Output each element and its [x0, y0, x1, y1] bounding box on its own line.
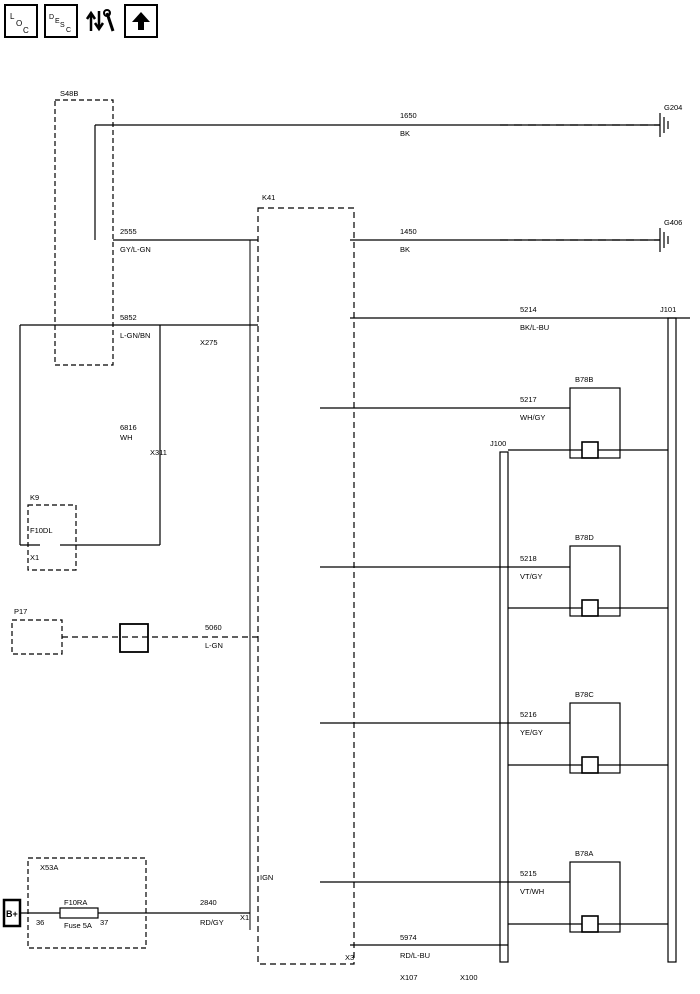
s48b-id: S48B: [60, 89, 78, 98]
wire-5215-color: VT/WH: [520, 887, 544, 896]
wire-5218-color: VT/GY: [520, 572, 543, 581]
svg-text:C: C: [23, 26, 29, 35]
x53a-box: [27, 857, 147, 949]
fuse-pin-in: 36: [36, 918, 44, 927]
svg-text:L: L: [10, 12, 15, 21]
k9-id: K9: [30, 493, 39, 502]
wire-1450-num: 1450: [400, 227, 417, 236]
wire-1650-num: 1650: [400, 111, 417, 120]
conn-x3: X3: [345, 953, 354, 962]
ign-label: IGN: [260, 873, 273, 882]
svg-text:C: C: [66, 27, 71, 34]
battery-label: B+: [6, 909, 18, 919]
loc-button[interactable]: L O C: [4, 4, 38, 38]
wire-5852-num: 5852: [120, 313, 137, 322]
up-button[interactable]: [124, 4, 158, 38]
wire-5216-color: YE/GY: [520, 728, 543, 737]
wire-2840-color: RD/GY: [200, 918, 224, 927]
desc-icon: D E S C: [49, 14, 71, 34]
desc-button[interactable]: D E S C: [44, 4, 78, 38]
wire-2555-color: GY/L-GN: [120, 245, 151, 254]
svg-text:D: D: [49, 14, 54, 21]
wire-5060-color: L-GN: [205, 641, 223, 650]
conn-x311: X311: [150, 448, 167, 457]
conn-x1: X1: [240, 913, 249, 922]
conn-x100: X100: [460, 973, 478, 982]
svg-text:S: S: [60, 22, 65, 29]
p17-id: P17: [14, 607, 27, 616]
svg-text:O: O: [16, 19, 22, 28]
j101-label: J101: [660, 305, 676, 314]
k41-id: K41: [262, 193, 275, 202]
wire-5218-num: 5218: [520, 554, 537, 563]
toolbar: L O C D E S C: [4, 4, 158, 40]
j100-bar: [499, 451, 509, 963]
x53a-id: X53A: [40, 863, 58, 872]
ground-g204: G204: [664, 103, 682, 112]
wire-2840-num: 2840: [200, 898, 217, 907]
sensor-b78d-id: B78D: [575, 533, 594, 542]
fuse-rating: Fuse 5A: [64, 921, 92, 930]
s48b-box: [54, 99, 114, 366]
wire-6816-num: 6816: [120, 423, 137, 432]
wire-5974-color: RD/L-BU: [400, 951, 430, 960]
wrench-arrows-icon: [85, 9, 115, 32]
wire-1650-color: BK: [400, 129, 410, 138]
k9-conn: X1: [30, 553, 39, 562]
fuse-pin-out: 37: [100, 918, 108, 927]
wire-2555-num: 2555: [120, 227, 137, 236]
wire-5217-color: WH/GY: [520, 413, 545, 422]
loc-icon: L O C: [10, 12, 29, 35]
svg-text:E: E: [55, 18, 60, 25]
wire-5216-num: 5216: [520, 710, 537, 719]
tools-button[interactable]: [84, 4, 118, 38]
fuse-name: F10RA: [64, 898, 87, 907]
wire-5217-num: 5217: [520, 395, 537, 404]
wire-5215-num: 5215: [520, 869, 537, 878]
wire-5214-num: 5214: [520, 305, 537, 314]
wire-5214-color: BK/L-BU: [520, 323, 549, 332]
conn-x275: X275: [200, 338, 218, 347]
wire-5060-num: 5060: [205, 623, 222, 632]
ground-g406: G406: [664, 218, 682, 227]
wire-5852-color: L-GN/BN: [120, 331, 150, 340]
wire-1450-color: BK: [400, 245, 410, 254]
k41-box: [257, 207, 355, 965]
j101-bar: [667, 317, 677, 963]
wire-5974-num: 5974: [400, 933, 417, 942]
conn-x107: X107: [400, 973, 418, 982]
wire-6816-color: WH: [120, 433, 133, 442]
j100-label: J100: [490, 439, 506, 448]
sensor-b78b-id: B78B: [575, 375, 593, 384]
k9-pin: F10DL: [30, 526, 53, 535]
sensor-b78c-id: B78C: [575, 690, 594, 699]
arrow-up-icon: [132, 12, 150, 30]
sensor-b78a-id: B78A: [575, 849, 593, 858]
